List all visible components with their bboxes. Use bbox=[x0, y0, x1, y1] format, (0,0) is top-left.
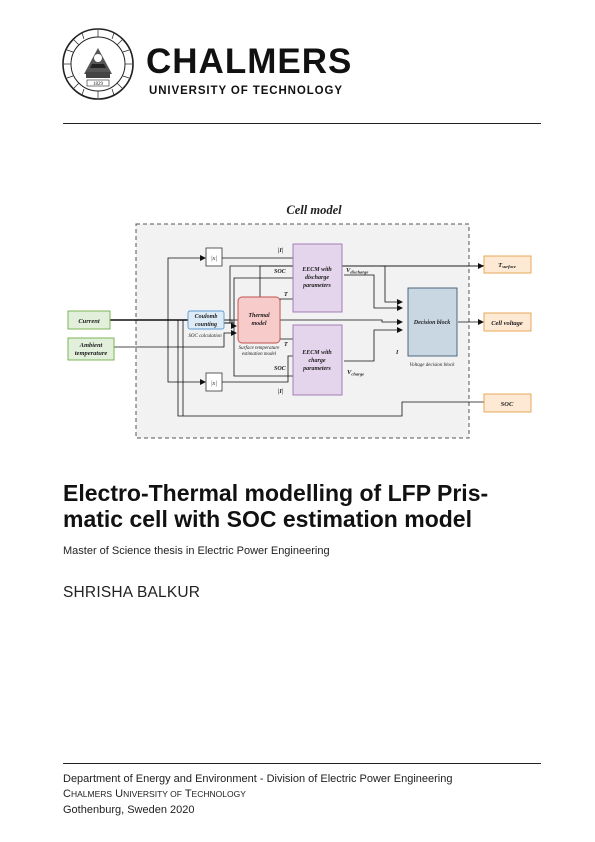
footer-location: Gothenburg, Sweden 2020 bbox=[63, 804, 195, 816]
output-t-surface: Tsurface bbox=[483, 255, 532, 274]
header-rule bbox=[63, 123, 541, 124]
svg-text:SOC: SOC bbox=[501, 401, 514, 408]
svg-text:parameters: parameters bbox=[302, 283, 331, 289]
signal-v-discharge: Vdischarge bbox=[346, 267, 368, 275]
coulomb-caption: SOC calculation bbox=[188, 334, 222, 339]
signal-t-top: T bbox=[284, 292, 288, 298]
signal-i-abs-top: |I| bbox=[278, 248, 283, 254]
svg-text:Thermal: Thermal bbox=[248, 313, 270, 319]
eecm-charge-block: EECM with charge parameters bbox=[292, 324, 343, 396]
svg-text:|x|: |x| bbox=[211, 381, 217, 387]
decision-caption: Voltage decision block bbox=[410, 363, 456, 368]
svg-text:temperature: temperature bbox=[75, 350, 108, 357]
input-ambient-temperature: Ambient temperature bbox=[67, 337, 115, 361]
cell-model-diagram: Cell model Current Ambient temperature bbox=[67, 203, 532, 439]
svg-text:model: model bbox=[252, 321, 267, 327]
svg-text:|x|: |x| bbox=[211, 256, 217, 262]
signal-v-charge: Vcharge bbox=[347, 369, 364, 377]
thesis-title: Electro-Thermal modelling of LFP Pris- m… bbox=[63, 480, 543, 532]
svg-text:Coulomb: Coulomb bbox=[195, 314, 218, 320]
svg-text:Cell voltage: Cell voltage bbox=[491, 320, 523, 327]
university-wordmark: CHALMERS UNIVERSITY OF TECHNOLOGY bbox=[146, 44, 352, 97]
svg-text:charge: charge bbox=[309, 358, 326, 364]
university-name: CHALMERS bbox=[146, 42, 353, 81]
thesis-subtitle: Master of Science thesis in Electric Pow… bbox=[63, 545, 330, 557]
signal-t-bottom: T bbox=[284, 342, 288, 348]
svg-text:EECM with: EECM with bbox=[301, 350, 332, 356]
footer-university: CHALMERS UNIVERSITY OF TECHNOLOGY bbox=[63, 788, 246, 800]
coulomb-counting-block: Coulomb counting bbox=[187, 310, 225, 330]
decision-block: Decision block bbox=[407, 287, 458, 357]
svg-text:Decision block: Decision block bbox=[413, 320, 451, 326]
thesis-title-line-1: Electro-Thermal modelling of LFP Pris- bbox=[63, 480, 489, 506]
svg-text:1829: 1829 bbox=[93, 82, 104, 87]
input-current: Current bbox=[67, 310, 111, 330]
output-soc: SOC bbox=[483, 393, 532, 413]
signal-i-decision: I bbox=[395, 350, 399, 356]
university-seal: 1829 bbox=[62, 28, 134, 100]
signal-soc-top: SOC bbox=[274, 269, 287, 275]
abs-block-top: |x| bbox=[205, 247, 223, 267]
output-cell-voltage: Cell voltage bbox=[483, 312, 532, 332]
abs-block-bottom: |x| bbox=[205, 372, 223, 392]
thermal-caption-1: Surface temperature bbox=[239, 346, 281, 351]
svg-text:Current: Current bbox=[78, 318, 100, 325]
signal-i-abs-bottom: |I| bbox=[278, 389, 283, 395]
svg-text:discharge: discharge bbox=[305, 275, 329, 281]
figure-title: Cell model bbox=[286, 203, 342, 217]
svg-text:Tsurface: Tsurface bbox=[498, 262, 516, 269]
thermal-model-block: Thermal model bbox=[237, 296, 281, 344]
footer-rule bbox=[63, 763, 541, 764]
author-name: SHRISHA BALKUR bbox=[63, 584, 201, 601]
university-tagline: UNIVERSITY OF TECHNOLOGY bbox=[149, 85, 343, 97]
eecm-discharge-block: EECM with discharge parameters bbox=[292, 243, 343, 313]
svg-text:counting: counting bbox=[195, 322, 217, 328]
svg-text:EECM with: EECM with bbox=[301, 267, 332, 273]
thesis-title-line-2: matic cell with SOC estimation model bbox=[63, 506, 472, 532]
svg-text:Ambient: Ambient bbox=[79, 342, 103, 349]
footer-department: Department of Energy and Environment - D… bbox=[63, 773, 453, 785]
thermal-caption-2: estimation model bbox=[242, 352, 277, 357]
svg-text:parameters: parameters bbox=[302, 366, 331, 372]
signal-soc-bottom: SOC bbox=[274, 366, 287, 372]
